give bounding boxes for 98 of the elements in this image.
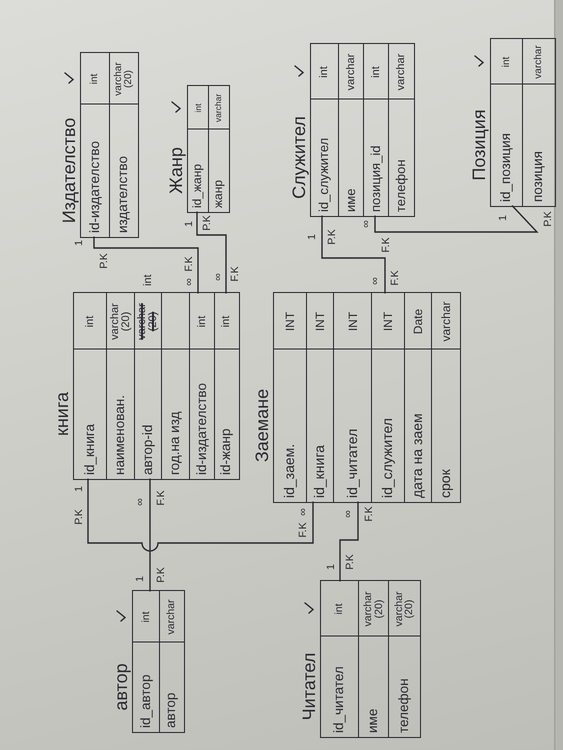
field-type: varchar [166, 600, 177, 635]
relationship-label: P.K [202, 215, 212, 231]
field-type: varchar [534, 45, 544, 79]
table-title: Читател [300, 652, 320, 720]
field-name: име [366, 708, 381, 733]
field-type: varchar [440, 302, 452, 342]
table-title: Служител [290, 116, 310, 199]
field-type: INT [314, 312, 326, 332]
table-title: Заемане [253, 388, 273, 462]
field-name: автор [164, 692, 179, 728]
field-name: id-жанр [219, 428, 234, 475]
relationship-label: ∞ [342, 510, 354, 518]
field-name: телефон [396, 678, 412, 733]
field-type: INT [346, 312, 358, 332]
relationship-line [339, 502, 359, 582]
field-name: id_жанр [191, 164, 205, 208]
field-name: id_служител [380, 418, 396, 498]
field-type: int [90, 74, 100, 84]
field-name: жанр [212, 180, 226, 208]
field-type: INT [382, 312, 394, 332]
relationship-label: ∞ [184, 278, 194, 286]
relationship-label: 1 [134, 576, 146, 582]
relationship-label: P.K [542, 211, 554, 227]
relationship-label: P.K [74, 509, 84, 525]
field-name: id_позиция [499, 133, 514, 202]
relationship-line [321, 216, 386, 294]
field-name: id_заем. [282, 444, 298, 498]
relationship-label: ∞ [298, 508, 308, 516]
relationship-label: P.K [326, 229, 338, 245]
field-type: int [194, 104, 202, 112]
table-title: Позиция [470, 109, 490, 181]
relationship-label: P.K [344, 554, 356, 570]
field-name: позиция [531, 151, 546, 202]
table-title: Издателство [60, 118, 80, 224]
relationship-label: F.K [298, 522, 308, 538]
relationship-label: F.K [390, 270, 400, 286]
field-type: int [370, 66, 382, 78]
relationship-label: F.K [364, 506, 374, 522]
relationship-label: 1 [74, 486, 84, 492]
relationship-label: 1 [184, 221, 194, 227]
field-name: id_читател [344, 428, 360, 498]
table-row [106, 293, 134, 479]
relationship-label: F.K [230, 266, 240, 282]
field-name: дата на заем [410, 413, 426, 498]
relationship-label: 1 [326, 564, 336, 570]
relationship-label: 1 [306, 234, 318, 240]
field-type: varchar (20) [114, 61, 134, 98]
relationship-label: 1 [74, 240, 84, 246]
table-title: книга [53, 392, 73, 436]
field-name: id_автор [138, 674, 154, 728]
field-name: id-издателство [88, 141, 102, 233]
field-name: id_читател [332, 666, 347, 733]
field-name: телефон [394, 159, 408, 212]
field-type: int [221, 316, 232, 328]
field-name: автор-id [140, 424, 156, 475]
field-type: varchar (20) [363, 590, 384, 629]
relationship-label: P.K [98, 253, 110, 269]
relationship-line [87, 478, 314, 552]
field-type: int [502, 56, 512, 68]
table-title: автор [112, 663, 132, 711]
field-type: int [196, 316, 208, 328]
field-name: име [344, 188, 358, 212]
relationship-label: P.K [156, 567, 166, 583]
relationship-label: F.K [184, 256, 194, 272]
field-type: varchar [396, 54, 406, 90]
field-type: varchar [214, 94, 223, 122]
relationship-label: ∞ [370, 277, 380, 285]
relationship-label: F.K [156, 490, 166, 506]
field-name: наименован. [113, 395, 128, 475]
relationship-line [374, 205, 539, 233]
field-type: INT [284, 312, 296, 332]
field-type: Date [412, 308, 424, 334]
field-name: срок [438, 469, 454, 498]
field-type: int [84, 316, 96, 328]
relationship-line [93, 236, 199, 294]
relationship-line [149, 478, 151, 592]
field-name: id_книга [312, 445, 328, 498]
field-type: varchar (20) [110, 302, 132, 342]
field-name: id_книга [82, 424, 98, 475]
relationship-label: F.K [380, 237, 392, 253]
field-type: int [334, 603, 345, 615]
relationship-label: 1 [498, 215, 508, 221]
field-type: varchar [346, 54, 356, 90]
relationship-label: ∞ [134, 498, 146, 506]
field-name: издателство [116, 156, 131, 233]
field-type: varchar (20) [137, 302, 159, 342]
field-name: id-издателство [194, 383, 210, 475]
field-name: год.на изд [168, 412, 183, 475]
relationship-label: ∞ [360, 220, 372, 228]
field-name: позиция_id [368, 146, 384, 212]
field-type: int [319, 66, 330, 78]
field-type: varchar (20) [394, 590, 414, 629]
field-type-note: int [143, 274, 154, 286]
relationship-line [196, 212, 227, 294]
field-name: id_служител [317, 138, 332, 212]
table-title: Жанр [167, 147, 187, 194]
field-type: int [140, 611, 152, 623]
relationship-label: ∞ [212, 273, 224, 281]
